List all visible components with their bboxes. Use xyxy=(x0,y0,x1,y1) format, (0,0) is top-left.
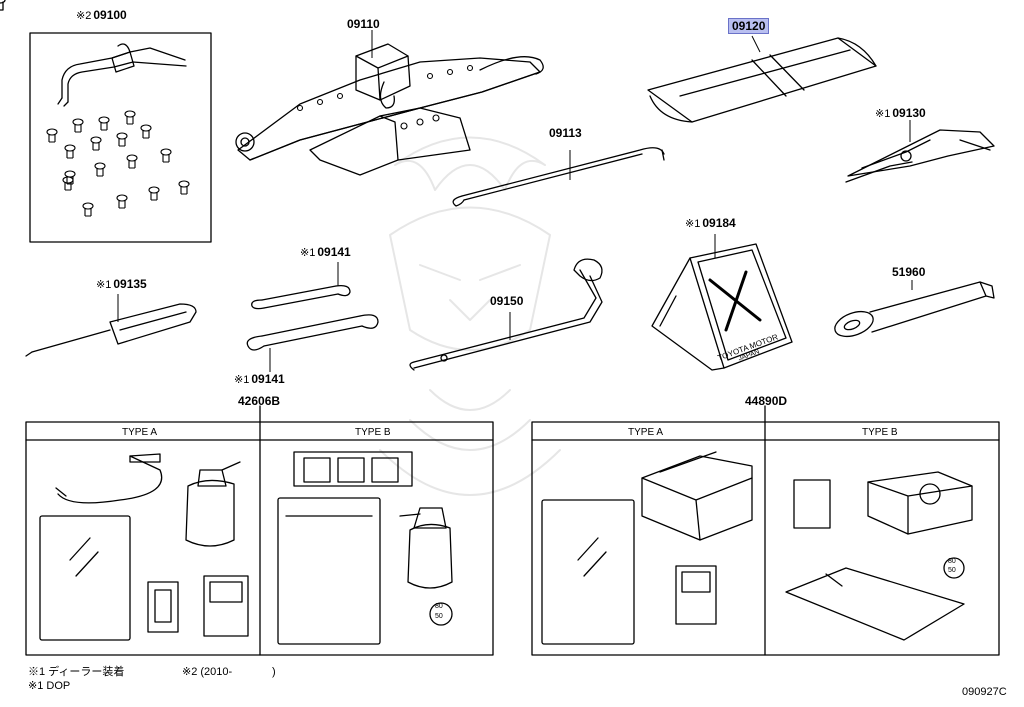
footnote-2010: ※2 (2010- xyxy=(182,666,233,678)
kit-42606B-type-a-contents xyxy=(39,453,249,641)
kit-42606B-type-b-contents xyxy=(277,451,453,645)
kit-44890D-type-b-contents xyxy=(785,471,973,641)
speed-sticker-top-left: 80 xyxy=(435,603,443,610)
drawing-code: 090927C xyxy=(962,686,1007,698)
speed-sticker-bottom-left: 50 xyxy=(435,613,443,620)
footnote-dop: ※1 DOP xyxy=(28,680,71,692)
speed-sticker-bottom-right: 50 xyxy=(948,567,956,574)
kit-42606B-frame xyxy=(25,405,494,656)
part-09130-pliers[interactable] xyxy=(845,129,995,183)
watermark-emblem xyxy=(379,136,561,496)
callout-51960[interactable]: 51960 xyxy=(892,265,926,279)
callout-09113[interactable]: 09113 xyxy=(549,126,582,140)
kit-44890D-frame xyxy=(531,405,1000,656)
part-09150-lug-wrench[interactable] xyxy=(409,258,603,371)
footnote-dealer-installed: ※1 ディーラー装着 xyxy=(28,666,125,678)
kit-44890D-type-b-header: TYPE B xyxy=(862,427,898,438)
part-09110-jack[interactable] xyxy=(235,43,544,176)
part-09100-bolt-set[interactable] xyxy=(0,0,212,243)
part-09141-wrench-upper[interactable] xyxy=(251,284,351,310)
speed-sticker-top-right: 80 xyxy=(948,558,956,565)
callout-42606B[interactable]: 42606B xyxy=(238,394,281,408)
part-09184-warning-triangle[interactable] xyxy=(651,243,793,371)
leader-lines xyxy=(117,30,913,372)
part-09141-wrench-lower[interactable] xyxy=(246,314,379,351)
part-09120-tool-bag[interactable] xyxy=(647,37,877,123)
kit-44890D-type-a-contents xyxy=(541,451,753,645)
kit-44890D-type-a-header: TYPE A xyxy=(628,427,664,438)
callout-09110[interactable]: 09110 xyxy=(347,17,380,31)
footnote-2010-close: ) xyxy=(272,666,276,678)
callout-09150[interactable]: 09150 xyxy=(490,294,524,308)
kit-42606B-type-a-header: TYPE A xyxy=(122,427,158,438)
part-09113-jack-handle[interactable] xyxy=(452,147,665,207)
callout-44890D[interactable]: 44890D xyxy=(745,394,788,408)
kit-42606B-type-b-header: TYPE B xyxy=(355,427,391,438)
callout-09120-selected[interactable]: 09120 xyxy=(728,18,770,34)
part-09135-screwdriver[interactable] xyxy=(25,303,197,357)
part-51960-tow-eye[interactable] xyxy=(831,281,995,341)
